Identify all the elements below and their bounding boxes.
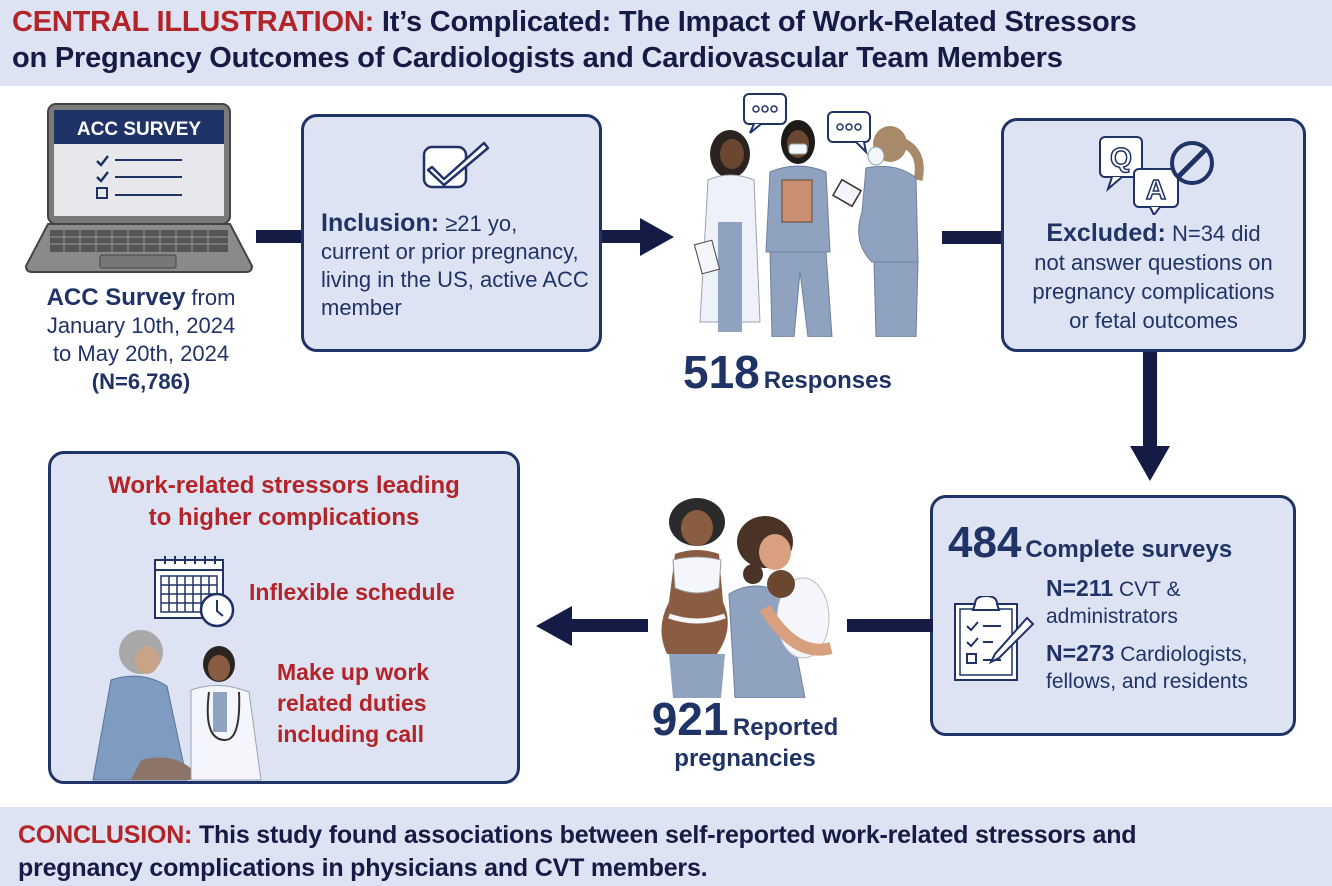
group-cvt: N=211 CVT & administrators	[1046, 575, 1296, 630]
survey-caption-from: from	[191, 285, 236, 310]
conclusion-text-1: This study found associations between se…	[198, 821, 1137, 849]
excluded-label: Excluded:	[1046, 219, 1166, 247]
inclusion-box: Inclusion: ≥21 yo, current or prior preg…	[301, 114, 602, 352]
arrow-pregnancies-stressors-shaft	[570, 619, 648, 632]
group-cvt-n: N=211	[1046, 575, 1114, 601]
group-cardiologists-n: N=273	[1046, 640, 1115, 666]
pregnancies-count: 921 Reported pregnancies	[600, 696, 890, 773]
arrow-down-icon	[1130, 446, 1170, 481]
survey-caption-bold: ACC Survey	[46, 284, 186, 311]
inclusion-criteria-rest: current or prior pregnancy, living in th…	[321, 239, 589, 320]
survey-total-n: (N=6,786)	[91, 369, 191, 394]
stressors-title: Work-related stressors leading to higher…	[51, 470, 517, 534]
stressors-box: Work-related stressors leading to higher…	[48, 451, 520, 784]
arrow-left-icon	[536, 606, 572, 646]
excluded-count: N=34 did	[1171, 221, 1261, 246]
arrow-excluded-complete-shaft	[1143, 352, 1157, 448]
pregnant-women-illustration	[655, 498, 845, 699]
group-cardiologists-desc-2: fellows, and residents	[1046, 670, 1248, 693]
header-label: CENTRAL ILLUSTRATION:	[12, 6, 375, 38]
qa-prohibited-icon: Q A	[1098, 133, 1218, 220]
header-title-1: It’s Complicated: The Impact of Work-Rel…	[381, 6, 1137, 38]
responses-number: 518	[683, 346, 760, 398]
pregnancies-number: 921	[651, 693, 729, 745]
conclusion-line-2: pregnancy complications in physicians an…	[18, 854, 708, 882]
survey-end-date: to May 20th, 2024	[52, 341, 230, 366]
clipboard-checklist-icon	[953, 594, 1037, 687]
stressor-make-up-work: Make up work related duties including ca…	[277, 657, 429, 750]
inclusion-label: Inclusion:	[321, 209, 440, 237]
stressor-make-up-work-3: including call	[277, 721, 424, 747]
responses-label: Responses	[763, 367, 892, 394]
stressors-title-1: Work-related stressors leading	[108, 472, 460, 499]
stressor-make-up-work-2: related duties	[277, 690, 427, 716]
healthcare-workers-illustration	[690, 92, 940, 338]
group-cvt-desc-2: administrators	[1046, 605, 1178, 628]
doctor-patient-illustration	[91, 630, 271, 787]
inclusion-text: Inclusion: ≥21 yo, current or prior preg…	[321, 209, 591, 322]
conclusion-label: CONCLUSION:	[18, 821, 193, 849]
connector-complete-pregnancies	[847, 619, 933, 632]
survey-caption: ACC Survey from January 10th, 2024 to Ma…	[10, 284, 272, 396]
group-cvt-desc-1: CVT &	[1119, 578, 1181, 601]
arrow-right-icon	[640, 218, 674, 256]
complete-surveys-number: 484	[948, 518, 1022, 567]
connector-survey-inclusion	[256, 230, 304, 243]
complete-surveys-label: Complete surveys	[1025, 536, 1233, 563]
header-banner: CENTRAL ILLUSTRATION: It’s Complicated: …	[0, 0, 1332, 86]
excluded-box: Q A Excluded: N=34 did not answer questi…	[1001, 118, 1306, 352]
calendar-clock-icon	[153, 554, 237, 633]
pregnancies-label-1: Reported	[732, 714, 839, 741]
group-cardiologists: N=273 Cardiologists, fellows, and reside…	[1046, 640, 1296, 695]
arrow-inclusion-responses-shaft	[602, 230, 642, 243]
conclusion-banner: CONCLUSION: This study found association…	[0, 807, 1332, 886]
stressors-title-2: to higher complications	[148, 504, 420, 531]
group-cardiologists-desc-1: Cardiologists,	[1120, 643, 1248, 666]
checkbox-icon	[422, 139, 492, 196]
pregnancies-label-2: pregnancies	[674, 745, 816, 772]
laptop-checklist-icon: ACC SURVEY	[24, 102, 254, 274]
excluded-reason: not answer questions on pregnancy compli…	[1032, 250, 1275, 333]
survey-start-date: January 10th, 2024	[46, 313, 236, 338]
stressor-make-up-work-1: Make up work	[277, 659, 430, 685]
stressor-inflexible-schedule: Inflexible schedule	[249, 579, 455, 605]
connector-responses-excluded	[942, 231, 1004, 244]
svg-text:ACC SURVEY: ACC SURVEY	[77, 119, 202, 140]
conclusion-line-1: CONCLUSION: This study found association…	[18, 819, 1332, 852]
inclusion-criteria-first: ≥21 yo,	[445, 211, 518, 236]
title-line-2: on Pregnancy Outcomes of Cardiologists a…	[12, 42, 1063, 74]
svg-text:A: A	[1146, 174, 1166, 205]
excluded-text: Excluded: N=34 did not answer questions …	[1004, 219, 1303, 335]
svg-text:Q: Q	[1110, 142, 1132, 173]
title-line-1: CENTRAL ILLUSTRATION: It’s Complicated: …	[12, 4, 1332, 40]
